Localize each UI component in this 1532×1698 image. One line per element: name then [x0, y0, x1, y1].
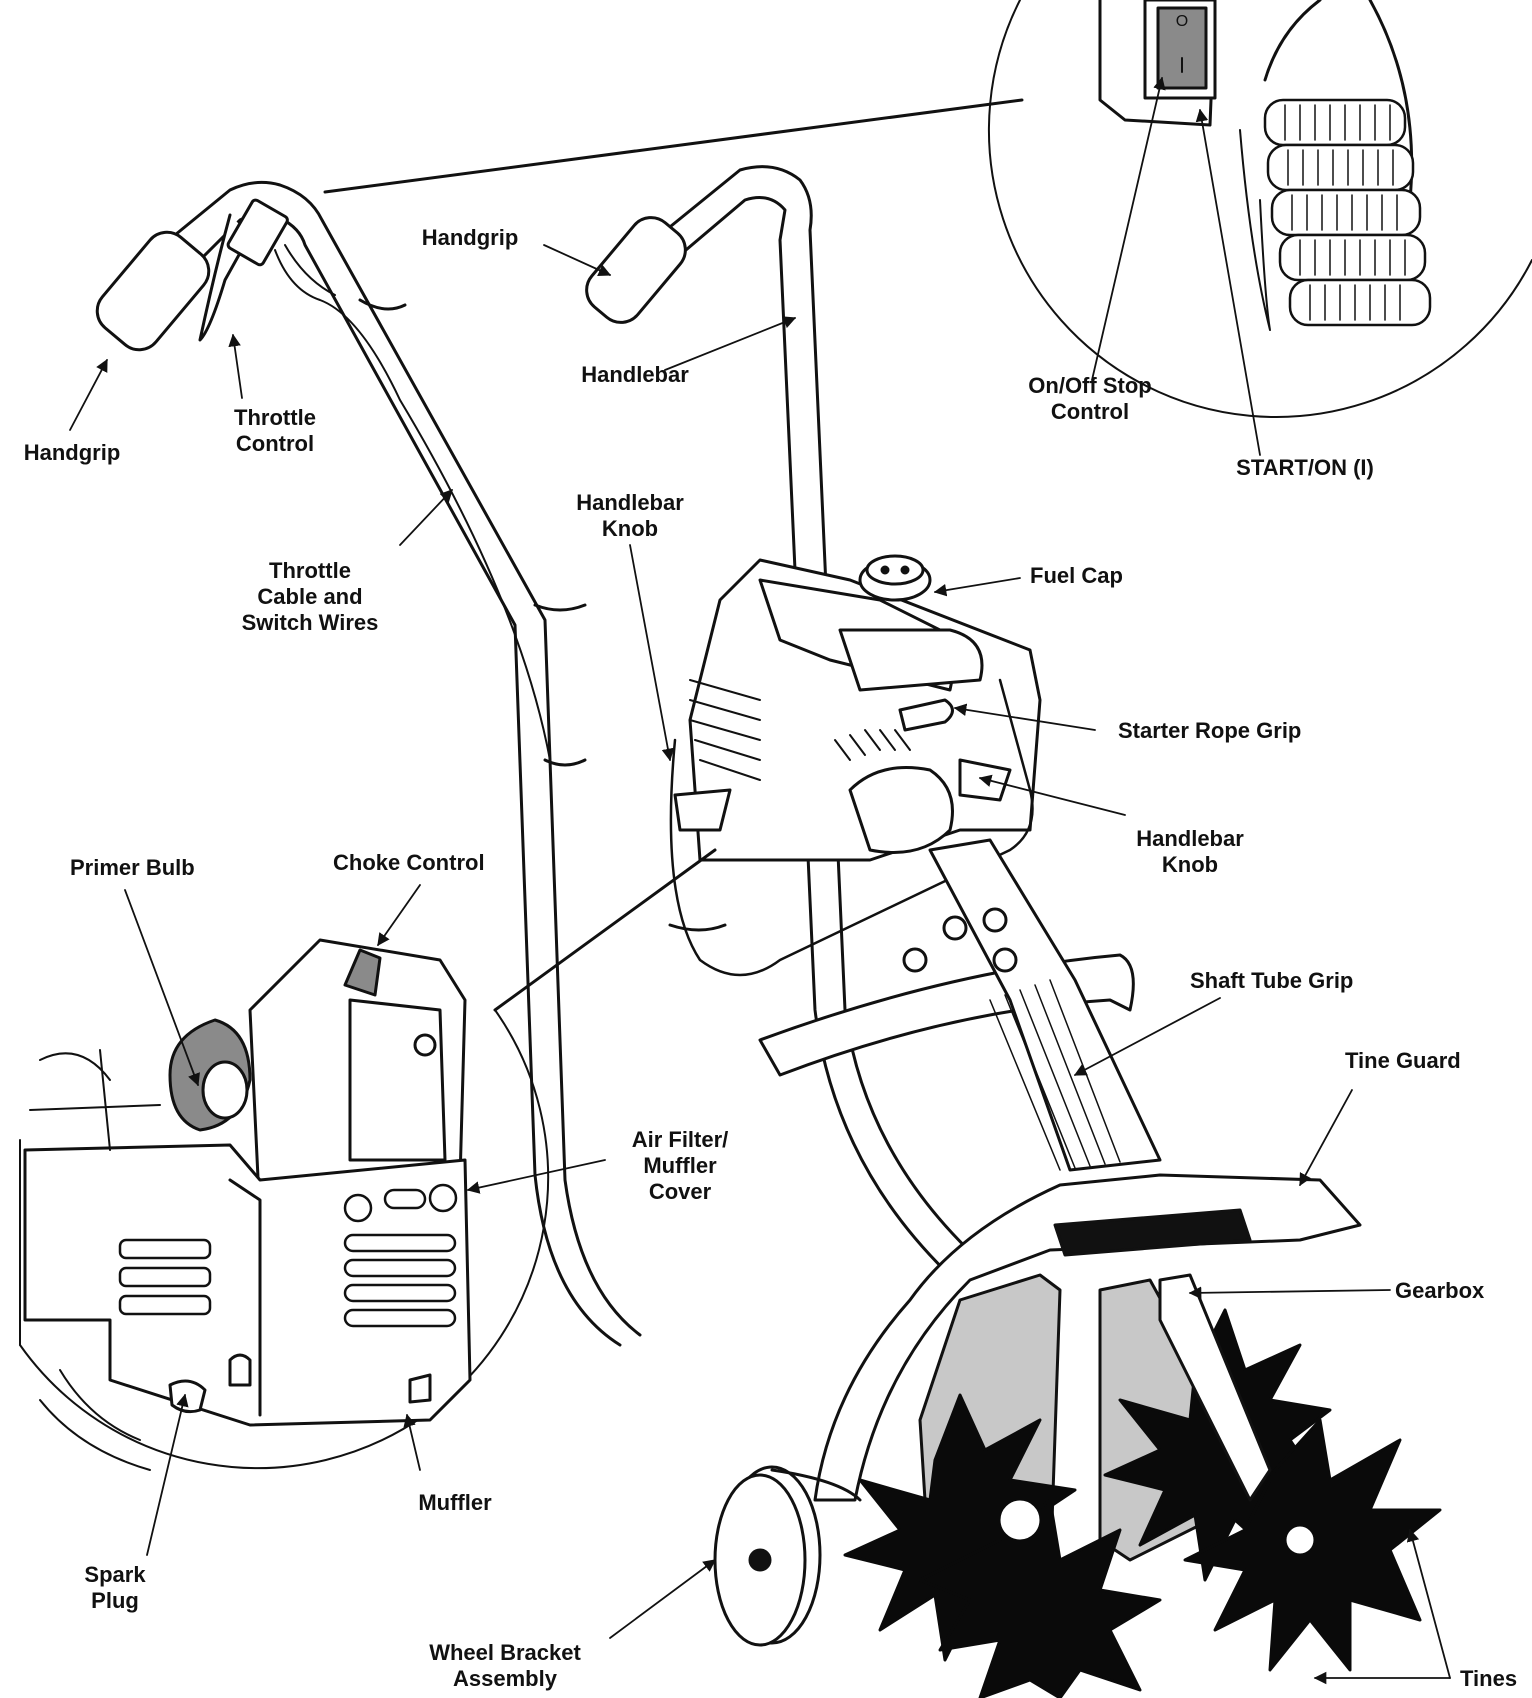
label-throttle-cable-line1: Throttle: [269, 558, 351, 583]
wheel: [713, 1465, 862, 1647]
label-fuel-cap-text: Fuel Cap: [1030, 563, 1123, 588]
label-handlebar-knob-right-line1: Handlebar: [1136, 826, 1244, 851]
label-tine-guard: Tine Guard: [1345, 1048, 1461, 1074]
switch-off-mark: O: [1176, 13, 1188, 30]
label-fuel-cap: Fuel Cap: [1030, 563, 1123, 589]
label-throttle-control: Throttle Control: [220, 405, 330, 457]
label-throttle-cable-line2: Cable and: [257, 584, 363, 609]
label-handgrip-left-text: Handgrip: [23, 440, 121, 465]
label-wheel-bracket: Wheel Bracket Assembly: [415, 1640, 595, 1692]
label-handlebar-knob-right-line2: Knob: [1161, 852, 1219, 877]
label-throttle-control-line1: Throttle: [234, 405, 316, 430]
label-primer-bulb: Primer Bulb: [70, 855, 195, 881]
label-air-filter: Air Filter/ Muffler Cover: [615, 1127, 745, 1205]
label-tines-text: Tines: [1460, 1666, 1518, 1691]
label-air-filter-line2: Muffler: [643, 1153, 717, 1178]
tines: [843, 1308, 1442, 1698]
label-choke-control-text: Choke Control: [333, 850, 485, 875]
label-starter-rope-grip-text: Starter Rope Grip: [1118, 718, 1302, 743]
label-wheel-bracket-line1: Wheel Bracket: [429, 1640, 581, 1665]
label-on-off-stop-line2: Control: [1050, 399, 1130, 424]
label-primer-bulb-text: Primer Bulb: [70, 855, 195, 880]
label-handlebar-knob-top-line2: Knob: [601, 516, 659, 541]
label-wheel-bracket-line2: Assembly: [453, 1666, 557, 1691]
label-spark-plug-line2: Plug: [91, 1588, 139, 1613]
label-handgrip-top: Handgrip: [410, 225, 530, 251]
label-tine-guard-text: Tine Guard: [1345, 1048, 1461, 1073]
label-throttle-control-line2: Control: [235, 431, 315, 456]
label-handgrip-left: Handgrip: [22, 440, 122, 466]
label-handlebar-knob-top-line1: Handlebar: [576, 490, 684, 515]
label-tines: Tines: [1460, 1666, 1517, 1692]
label-handlebar-knob-right: Handlebar Knob: [1115, 826, 1265, 878]
label-handlebar: Handlebar: [570, 362, 700, 388]
label-air-filter-line1: Air Filter/: [631, 1127, 729, 1152]
label-on-off-stop-line1: On/Off Stop: [1028, 373, 1152, 398]
label-throttle-cable-line3: Switch Wires: [241, 610, 379, 635]
label-handlebar-knob-top: Handlebar Knob: [555, 490, 705, 542]
carburetor-detail-circle: [19, 848, 717, 1471]
label-starter-rope-grip: Starter Rope Grip: [1118, 718, 1301, 744]
label-spark-plug: Spark Plug: [75, 1562, 155, 1614]
label-handlebar-text: Handlebar: [581, 362, 689, 387]
label-shaft-tube-grip: Shaft Tube Grip: [1190, 968, 1353, 994]
label-gearbox-text: Gearbox: [1395, 1278, 1485, 1303]
label-shaft-tube-grip-text: Shaft Tube Grip: [1190, 968, 1354, 993]
label-spark-plug-line1: Spark: [84, 1562, 146, 1587]
label-choke-control: Choke Control: [333, 850, 485, 876]
label-start-on-text: START/ON (I): [1236, 455, 1374, 480]
engine: [669, 554, 1162, 1172]
label-muffler: Muffler: [400, 1490, 510, 1516]
switch-detail-circle: O: [987, 0, 1532, 419]
detail-connector-top: [323, 98, 1024, 194]
label-on-off-stop: On/Off Stop Control: [1010, 373, 1170, 425]
label-air-filter-line3: Cover: [648, 1179, 712, 1204]
label-handgrip-top-text: Handgrip: [421, 225, 519, 250]
label-gearbox: Gearbox: [1395, 1278, 1484, 1304]
label-start-on: START/ON (I): [1210, 455, 1400, 481]
gearbox: [1158, 1273, 1272, 1502]
label-muffler-text: Muffler: [418, 1490, 492, 1515]
label-throttle-cable: Throttle Cable and Switch Wires: [225, 558, 395, 636]
callout-leaders: [69, 76, 1451, 1685]
